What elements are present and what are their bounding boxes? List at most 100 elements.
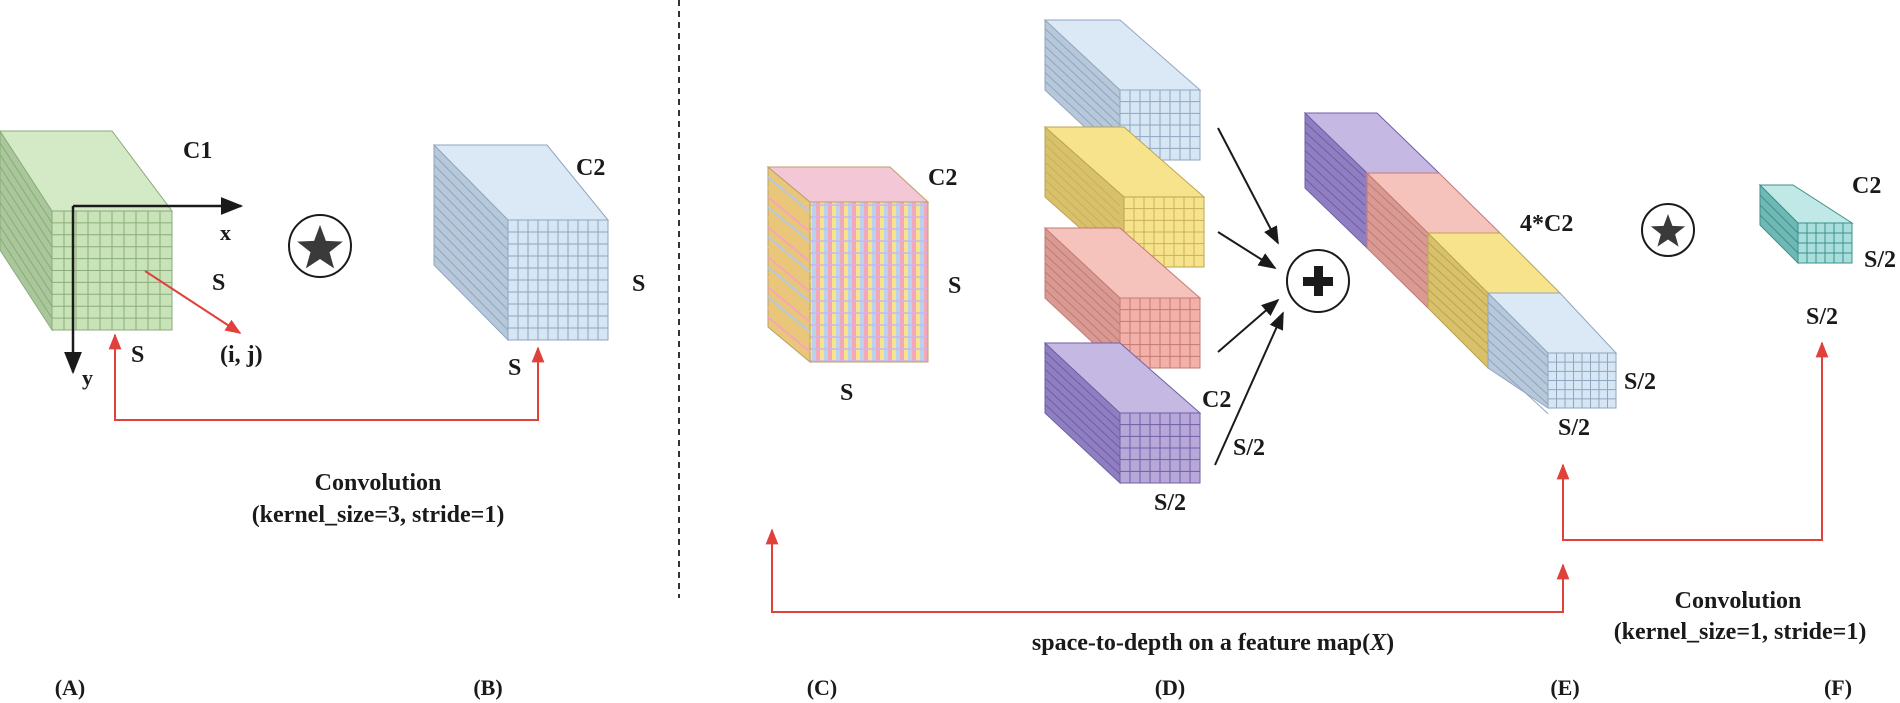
grid-line — [1304, 150, 1366, 206]
grid-line — [1487, 348, 1549, 405]
grid-line — [1304, 122, 1366, 178]
grid-line — [1427, 242, 1489, 298]
merge-arrow-2 — [1217, 231, 1277, 269]
channels-label-F: C2 — [1852, 173, 1881, 199]
plus-add-icon — [1286, 249, 1350, 313]
grid-line — [433, 194, 509, 271]
size-label-F-bottom: S/2 — [1806, 304, 1838, 330]
grid-line — [1044, 262, 1121, 334]
size-label-B-bottom: S — [508, 355, 521, 381]
grid-line — [0, 202, 53, 283]
grid-line — [0, 214, 53, 295]
grid-line — [767, 276, 811, 313]
grid-line — [1487, 320, 1549, 377]
panel-label-e: (E) — [1550, 675, 1579, 700]
channels-label-C: C2 — [928, 165, 957, 191]
grid-line — [767, 236, 811, 273]
conv2-params: (kernel_size=1, stride=1) — [1614, 619, 1867, 645]
panel-label-c: (C) — [807, 675, 838, 700]
grid-line — [433, 154, 509, 231]
grid-line — [1044, 360, 1121, 431]
std-connector-CE — [765, 528, 1570, 613]
grid-line — [433, 234, 509, 311]
grid-line — [1427, 270, 1489, 326]
grid-line — [1044, 253, 1121, 325]
feature-map-C — [766, 165, 930, 364]
conv-connector-AB — [108, 333, 545, 421]
grid-line — [1487, 339, 1549, 396]
grid-line — [1759, 194, 1799, 234]
grid-line — [0, 190, 53, 271]
grid-line — [433, 244, 509, 321]
grid-line — [1044, 377, 1121, 449]
grid-line — [1044, 161, 1121, 233]
grid-line — [433, 254, 509, 331]
grid-line — [1044, 144, 1121, 215]
grid-line — [767, 256, 811, 293]
conv-connector-EF — [1556, 341, 1829, 541]
channels-label-E: 4*C2 — [1520, 211, 1573, 237]
grid-line — [767, 296, 811, 333]
grid-line — [1044, 271, 1121, 343]
grid-line — [1044, 368, 1121, 440]
grid-line — [767, 206, 811, 243]
grid-line — [1759, 214, 1799, 254]
x-axis-label: x — [220, 220, 231, 245]
grid-line — [1044, 63, 1121, 135]
grid-line — [1044, 245, 1121, 316]
grid-line — [1427, 251, 1489, 308]
size-label-C-bottom: S — [840, 380, 853, 406]
merge-arrow-3 — [1217, 298, 1280, 353]
grid-line — [1487, 302, 1549, 358]
grid-line — [1044, 28, 1121, 100]
grid-line — [1304, 131, 1366, 188]
grid-line — [1044, 280, 1121, 351]
conv1-params: (kernel_size=3, stride=1) — [252, 502, 505, 528]
width-label-D: S/2 — [1154, 490, 1186, 516]
grid-line — [1427, 279, 1489, 336]
grid-line — [433, 204, 509, 281]
merge-arrow-4 — [1214, 311, 1284, 466]
grid-line — [1487, 358, 1549, 414]
grid-line — [767, 246, 811, 283]
panel-label-d: (D) — [1155, 675, 1186, 700]
grid-line — [1759, 204, 1799, 244]
grid-line — [1366, 219, 1428, 276]
grid-line — [767, 196, 811, 233]
size-label-E-right: S/2 — [1624, 369, 1656, 395]
size-label-B-right: S — [632, 271, 645, 297]
grid-line — [1487, 311, 1549, 368]
grid-line — [0, 166, 53, 247]
grid-line — [1304, 140, 1366, 197]
grid-line — [0, 142, 53, 224]
conv1-title: Convolution — [315, 470, 442, 496]
size-label-F-right: S/2 — [1864, 247, 1896, 273]
grid-line — [0, 154, 53, 236]
grid-line — [0, 225, 53, 307]
grid-line — [767, 216, 811, 253]
grid-line — [1044, 386, 1121, 458]
sub-map-purple — [1043, 341, 1202, 485]
grid-line — [1044, 351, 1121, 423]
star-convolution-icon-2 — [1641, 203, 1695, 257]
output-map-F — [1758, 183, 1854, 265]
grid-line — [767, 306, 811, 343]
channels-label-B: C2 — [576, 155, 605, 181]
grid-line — [0, 237, 53, 319]
grid-line — [1044, 403, 1121, 475]
size-label-C-right: S — [948, 273, 961, 299]
grid-line — [1366, 238, 1428, 294]
grid-line — [767, 226, 811, 263]
stacked-map-E — [1303, 111, 1618, 414]
y-axis-label: y — [82, 365, 93, 390]
grid-line — [433, 184, 509, 261]
star-convolution-icon — [288, 214, 352, 278]
grid-line — [1427, 298, 1489, 354]
size-label-A-bottom: S — [131, 342, 144, 368]
pixel-arrow — [144, 270, 242, 334]
depth-label-D: S/2 — [1233, 435, 1265, 461]
grid-line — [1304, 168, 1366, 225]
grid-line — [1427, 288, 1489, 345]
grid-line — [433, 214, 509, 291]
